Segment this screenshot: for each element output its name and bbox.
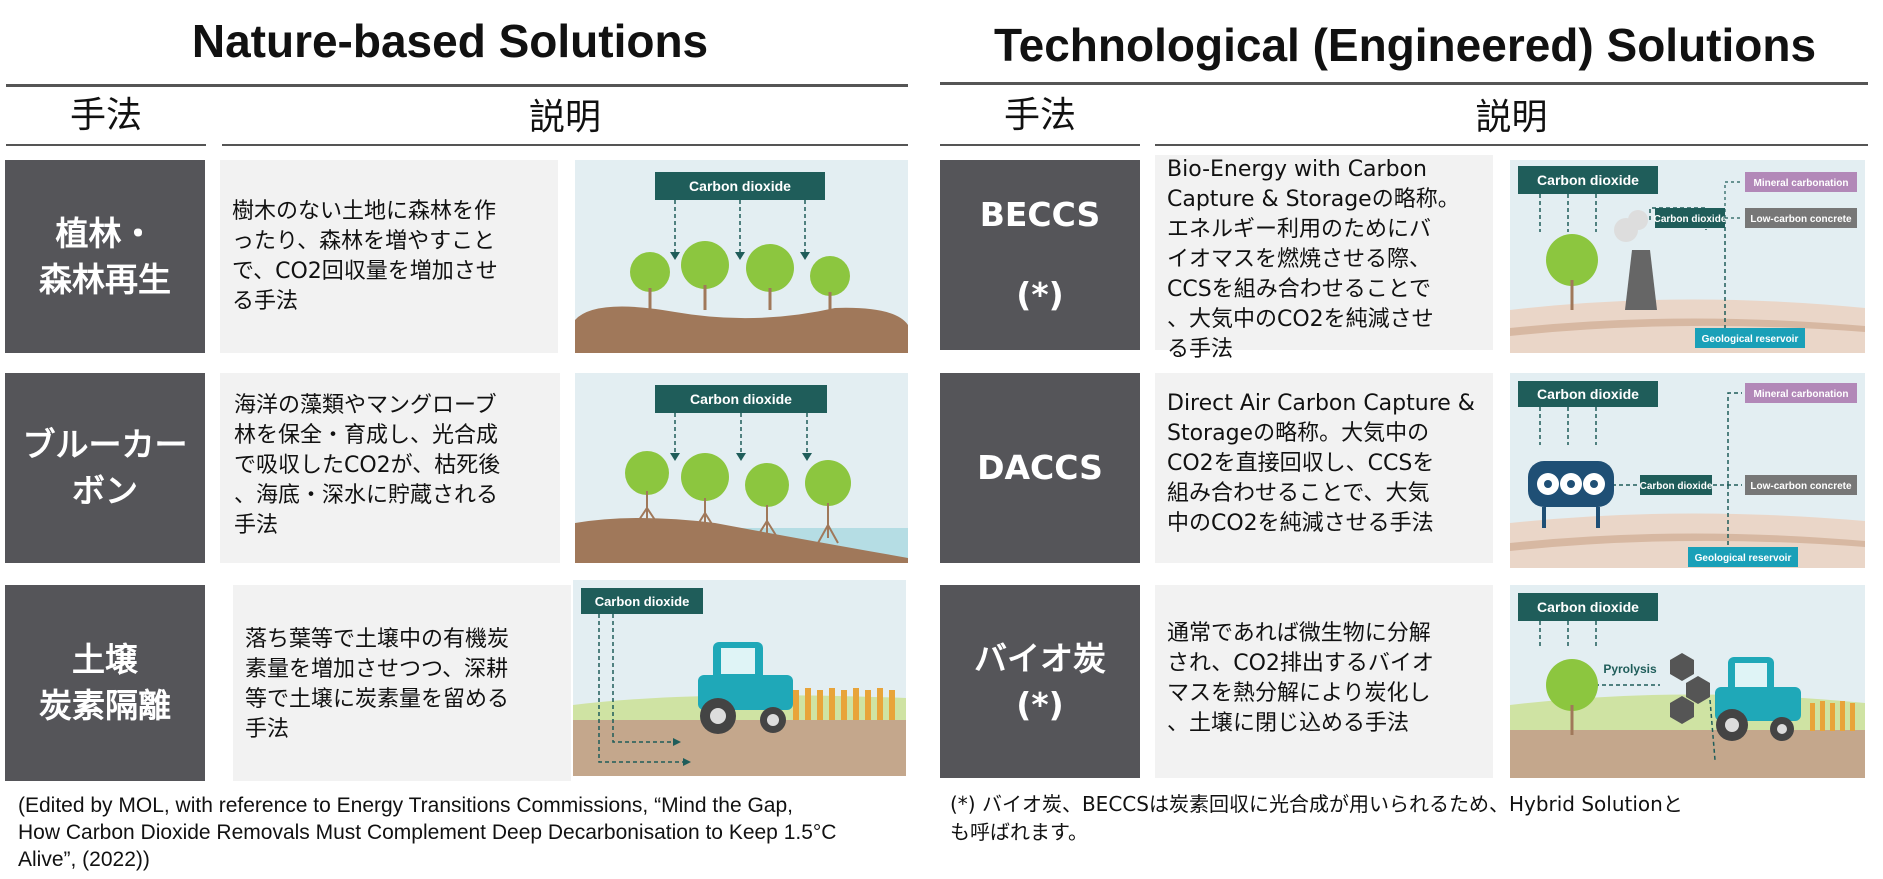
tech-section-title: Technological (Engineered) Solutions	[993, 19, 1817, 71]
co2-label-soil-carbon: Carbon dioxide	[595, 594, 690, 609]
source-note: (Edited by MOL, with reference to Energy…	[18, 794, 837, 871]
tech-header-rule-desc	[1155, 144, 1868, 146]
illustration-biochar: Carbon dioxide Pyrolysis	[1510, 585, 1865, 778]
mineral-label-beccs: Mineral carbonation	[1753, 178, 1848, 189]
concrete-label-daccs: Low-carbon concrete	[1750, 481, 1852, 492]
tech-col-desc: 説明	[1475, 97, 1548, 138]
method-blue-carbon: ブルーカー ボン	[5, 373, 205, 563]
illustration-beccs: Carbon dioxide Carbon dioxide Mineral ca…	[1510, 160, 1865, 353]
nature-header-rule-desc	[222, 144, 908, 146]
method-biochar: バイオ炭 (*)	[940, 585, 1140, 778]
illustration-soil-carbon: Carbon dioxide	[573, 580, 906, 776]
method-beccs: BECCS (*)	[940, 160, 1140, 350]
nature-section-title: Nature-based Solutions	[191, 15, 709, 67]
tech-title-rule	[940, 82, 1868, 85]
desc-afforestation: 樹木のない土地に森林を作 ったり、森林を増やすこと で、CO2回収量を増加させ …	[220, 160, 558, 353]
co2-label-afforestation: Carbon dioxide	[689, 178, 791, 194]
co2-label-beccs: Carbon dioxide	[1537, 172, 1639, 188]
mid-label-beccs: Carbon dioxide	[1654, 214, 1727, 225]
desc-blue-carbon: 海洋の藻類やマングローブ 林を保全・育成し、光合成 で吸収したCO2が、枯死後 …	[220, 373, 560, 563]
desc-beccs: Bio-Energy with Carbon Capture & Storage…	[1155, 155, 1493, 362]
co2-label-blue-carbon: Carbon dioxide	[690, 391, 792, 407]
nature-col-method: 手法	[69, 95, 142, 136]
mineral-label-daccs: Mineral carbonation	[1753, 389, 1848, 400]
desc-daccs: Direct Air Carbon Capture & Storageの略称。大…	[1155, 373, 1493, 563]
desc-biochar: 通常であれば微生物に分解 され、CO2排出するバイオ マスを熱分解により炭化し …	[1155, 585, 1493, 778]
nature-title-rule	[6, 84, 908, 87]
tech-header-rule-method	[940, 144, 1140, 146]
geo-label-daccs: Geological reservoir	[1695, 553, 1792, 564]
nature-col-desc: 説明	[528, 97, 601, 138]
geo-label-beccs: Geological reservoir	[1702, 334, 1799, 345]
method-daccs: DACCS	[940, 373, 1140, 563]
co2-label-daccs: Carbon dioxide	[1537, 386, 1639, 402]
illustration-blue-carbon: Carbon dioxide	[575, 373, 908, 563]
method-soil-carbon: 土壌 炭素隔離	[5, 585, 205, 781]
nature-header-rule-method	[6, 144, 206, 146]
concrete-label-beccs: Low-carbon concrete	[1750, 214, 1852, 225]
desc-soil-carbon: 落ち葉等で土壌中の有機炭 素量を増加させつつ、深耕 等で土壌に炭素量を留める 手…	[233, 585, 571, 781]
method-afforestation: 植林・ 森林再生	[5, 160, 205, 353]
co2-label-biochar: Carbon dioxide	[1537, 599, 1639, 615]
illustration-daccs: Carbon dioxide Carbon dioxide Mineral ca…	[1510, 373, 1865, 568]
mid-label-daccs: Carbon dioxide	[1640, 481, 1713, 492]
tech-col-method: 手法	[1003, 95, 1076, 136]
pyrolysis-label: Pyrolysis	[1603, 662, 1657, 676]
hybrid-note: (*) バイオ炭、BECCSは炭素回収に光合成が用いられるため、Hybrid S…	[950, 792, 1683, 844]
illustration-afforestation: Carbon dioxide	[575, 160, 908, 353]
